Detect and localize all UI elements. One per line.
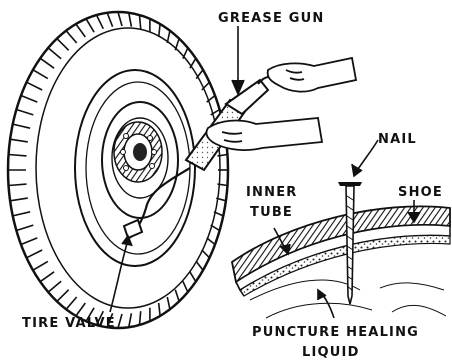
tire-cross-section	[232, 206, 450, 318]
inner-tube-label-line2: TUBE	[250, 205, 293, 220]
inner-tube-label-line1: INNER	[246, 185, 298, 200]
wheel-hub	[114, 122, 162, 182]
shoe-label: SHOE	[398, 185, 443, 200]
puncture-label-line2: LIQUID	[302, 345, 360, 360]
grease-gun-label: GREASE GUN	[218, 11, 325, 26]
hand-upper	[268, 58, 356, 92]
puncture-label-line1: PUNCTURE HEALING	[252, 325, 419, 340]
nail-label: NAIL	[378, 132, 417, 147]
hand-lower	[206, 118, 322, 150]
tire-valve-label: TIRE VALVE	[22, 316, 116, 331]
